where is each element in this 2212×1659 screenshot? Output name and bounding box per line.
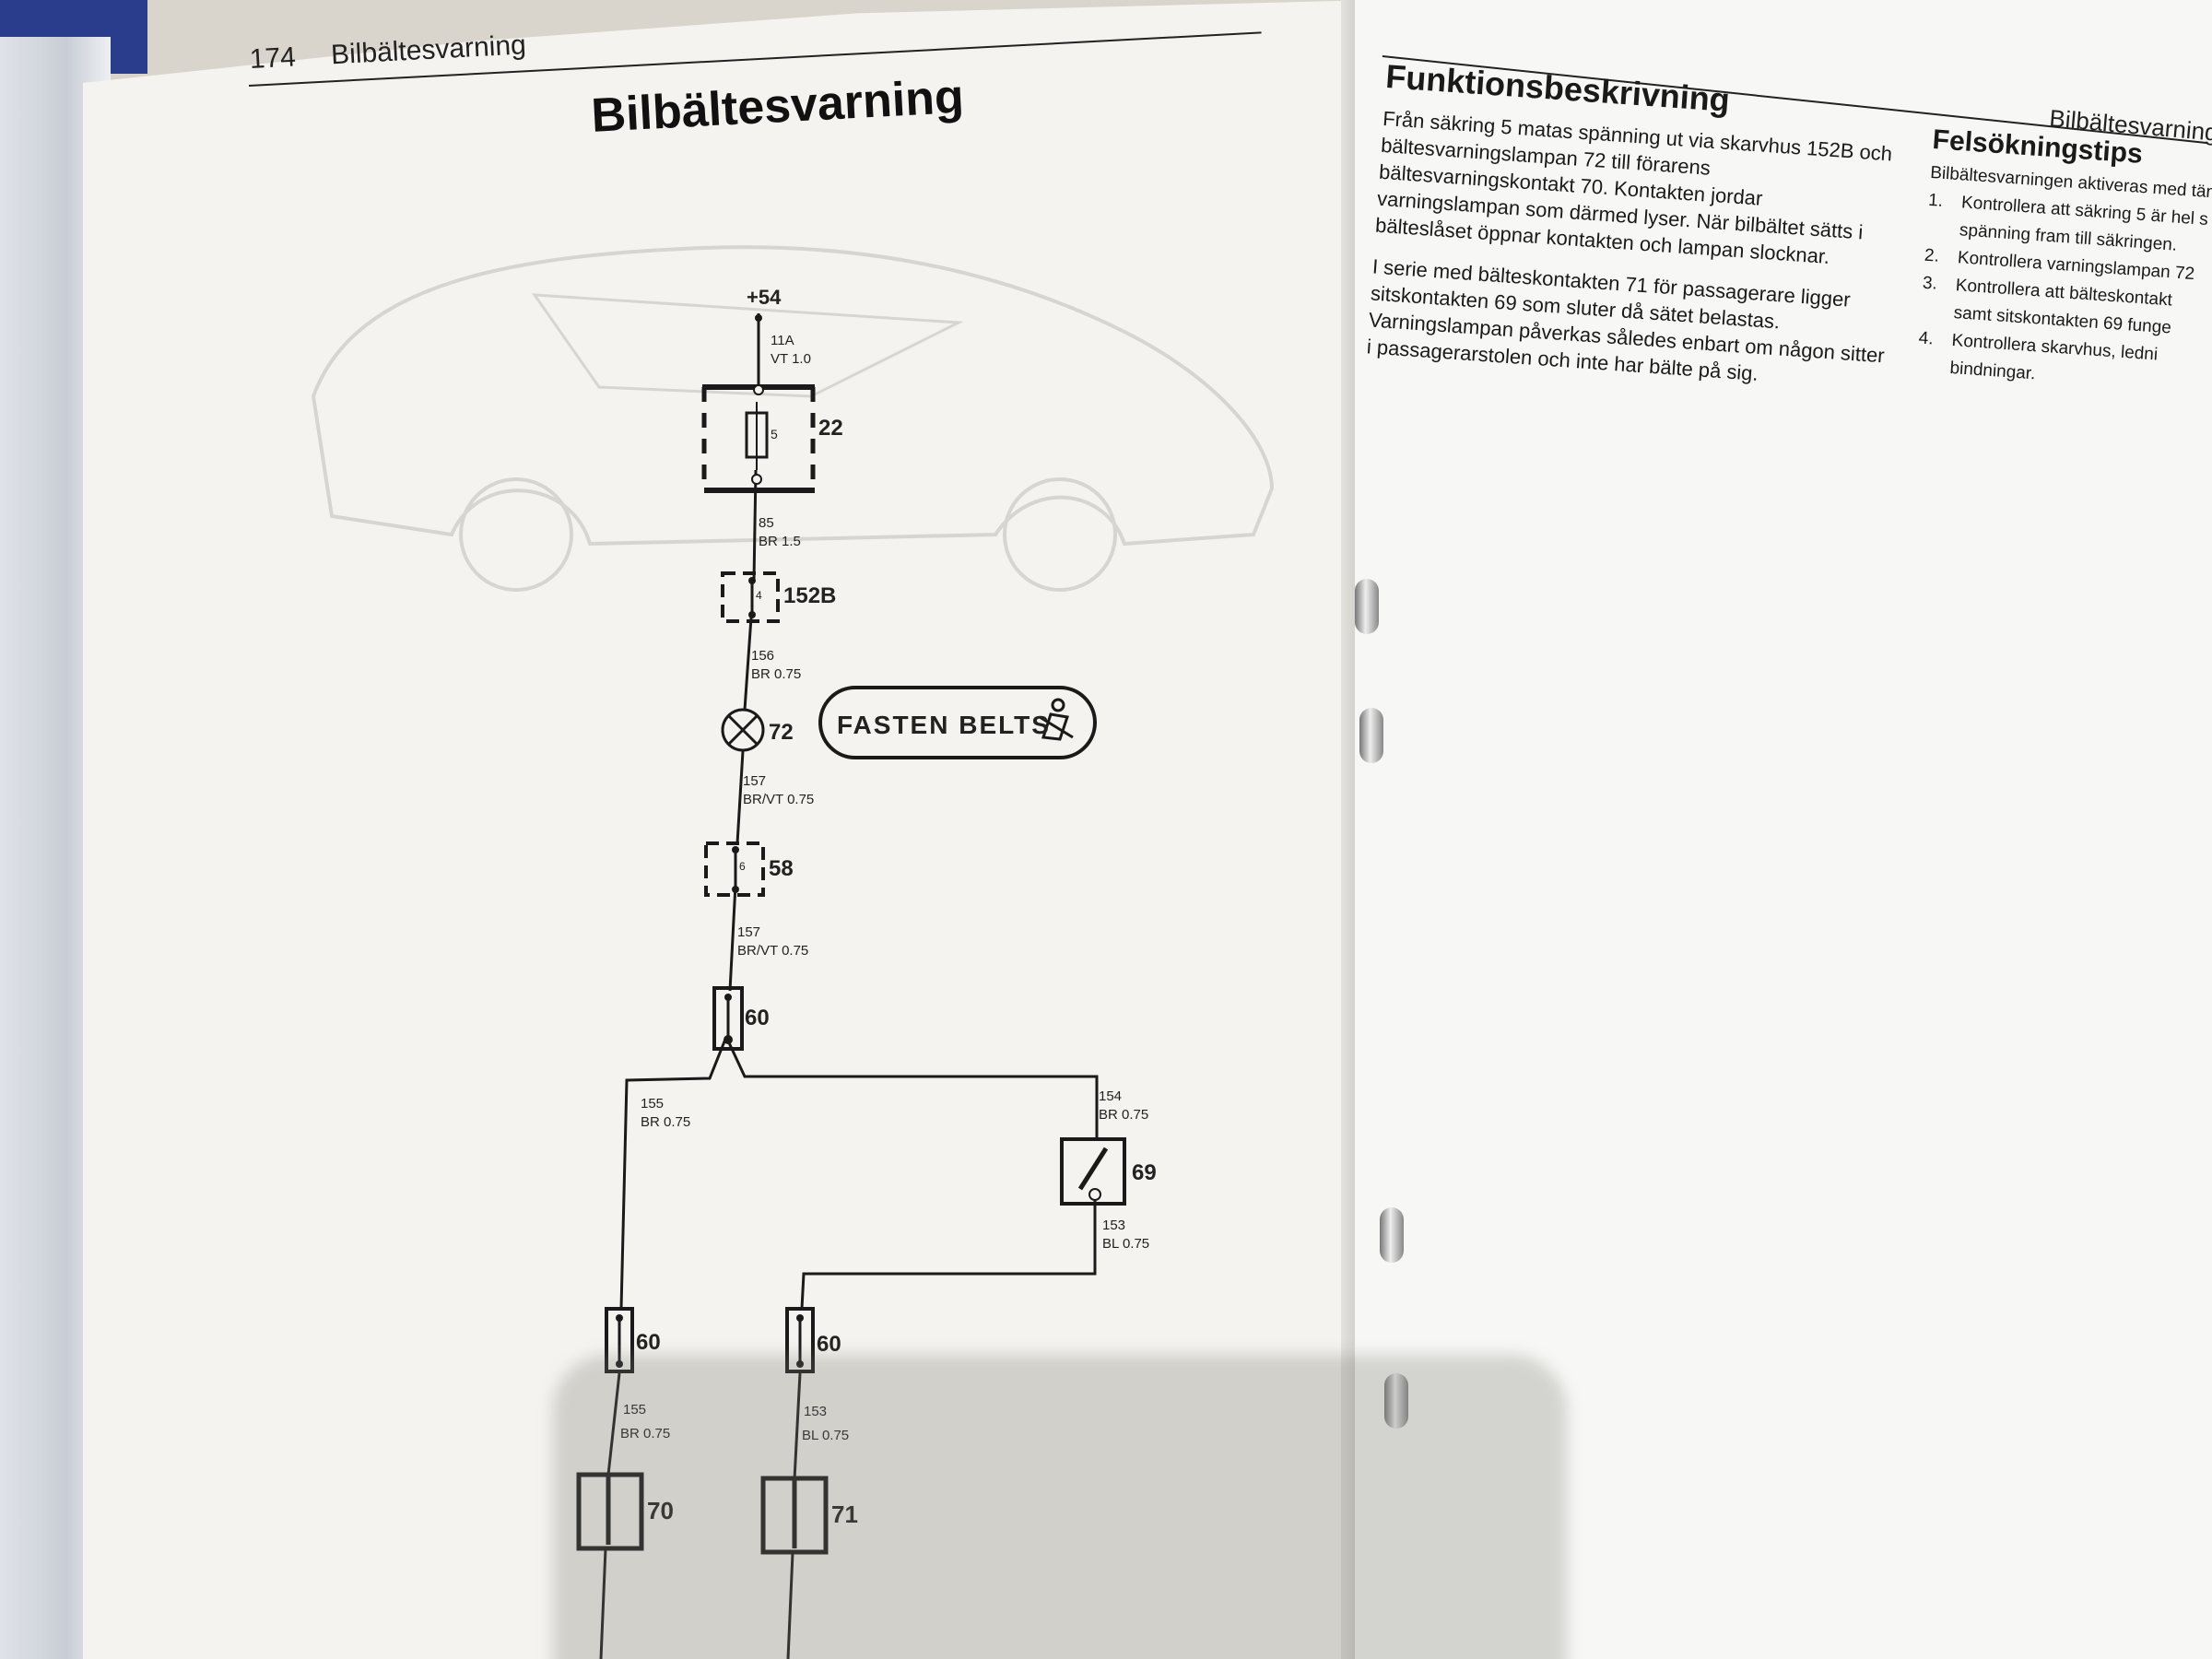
warning-lamp-72 [721,708,765,752]
splice-label: 60 [745,1006,770,1030]
splice-label: 60 [817,1332,841,1357]
wire-spec: BR 0.75 [620,1426,670,1441]
wire-number: 156 [751,648,774,664]
seat-switch-69 [1060,1137,1126,1206]
troubleshooting-tips: Felsökningstips Bilbältesvarningen aktiv… [1915,124,2212,405]
hand-shadow [553,1355,1567,1659]
splice-60-left [605,1307,634,1373]
passenger-belt-switch-71 [760,1476,829,1555]
connector-58 [704,841,765,897]
splice-label: 60 [636,1330,661,1355]
splice-60-right [785,1307,815,1373]
wire-number: 153 [1102,1218,1125,1233]
seatbelt-icon [1039,698,1074,741]
wire-number: 154 [1099,1088,1122,1104]
right-page [1355,0,2212,1659]
driver-belt-switch-70 [576,1472,644,1551]
wire-spec: BR 0.75 [1099,1107,1148,1123]
connector-pin-label: 4 [756,589,762,602]
wire-number: 153 [804,1404,827,1419]
wire-spec: BR/VT 0.75 [737,943,808,959]
driver-switch-label: 70 [647,1497,674,1524]
connector-152b-label: 152B [783,583,836,608]
wire-number: 11A [771,333,794,348]
left-page [83,0,1373,1659]
wire-number: 157 [743,773,766,789]
binder-ring [1355,579,1379,634]
wire-number: 155 [623,1402,646,1418]
function-description: Funktionsbeskrivning Från säkring 5 mata… [1366,57,1912,396]
seat-switch-label: 69 [1132,1160,1157,1185]
supply-label: +54 [747,286,782,309]
binder-ring [1384,1373,1408,1429]
connector-pin-label: 6 [739,860,746,873]
splice-60-top [712,986,744,1051]
lamp-label: 72 [769,720,794,745]
wire-spec: BL 0.75 [802,1428,849,1443]
tips-list: 1.Kontrollera att säkring 5 är hel s spä… [1916,191,2212,397]
fasten-belts-text: FASTEN BELTS [837,711,1051,739]
wire-spec: BR 0.75 [751,666,801,682]
wire-number: 85 [759,515,774,531]
wire-spec: BL 0.75 [1102,1236,1149,1252]
binder-ring [1359,708,1383,763]
fuse-box-label: 22 [818,416,843,441]
fuse-box-22 [701,384,816,493]
binder-ring [1380,1207,1404,1263]
fuse-pin-label: 5 [771,427,778,441]
connector-152b [721,571,780,623]
wire-spec: VT 1.0 [771,351,811,367]
wire-number: 157 [737,924,760,940]
wire-number: 155 [641,1096,664,1112]
passenger-switch-label: 71 [831,1500,858,1528]
supply-terminal [755,314,762,322]
wire-spec: BR 0.75 [641,1114,690,1130]
fasten-belts-indicator [818,686,1097,759]
function-paragraph: Från säkring 5 matas spänning ut via ska… [1374,106,1893,268]
wire-spec: BR/VT 0.75 [743,792,814,807]
wire-spec: BR 1.5 [759,534,801,549]
connector-58-label: 58 [769,856,794,881]
